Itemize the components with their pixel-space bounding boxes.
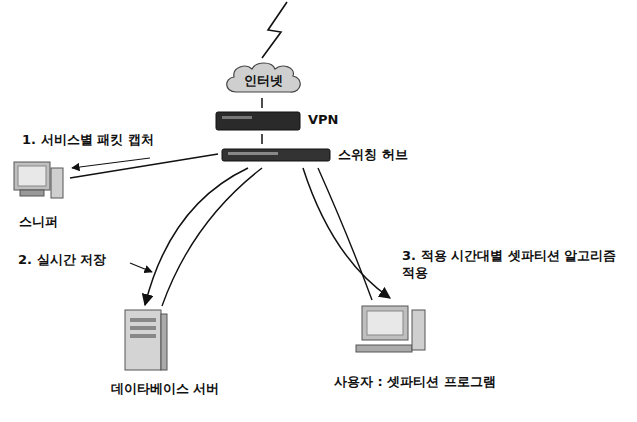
server-node: 데이타베이스 서버 <box>78 305 252 402</box>
connector <box>303 168 390 298</box>
hub-device <box>222 149 330 161</box>
lightning <box>262 2 287 58</box>
connector <box>261 134 263 144</box>
database-server <box>125 310 167 370</box>
flow-line <box>162 168 262 306</box>
node-label: VPN <box>308 112 338 128</box>
user-computer <box>356 306 425 352</box>
step-note: 1. 서비스별 패킷 캡처 <box>22 132 154 149</box>
node-label: 스위칭 허브 <box>338 147 408 163</box>
vpn-device <box>216 112 300 130</box>
connector <box>261 98 263 108</box>
node-label: 데이타베이스 서버 <box>111 381 220 397</box>
cloud-node: 인터넷 <box>222 60 304 98</box>
leader-arrow <box>130 263 152 272</box>
hub-node: 스위칭 허브 <box>218 144 428 168</box>
computer-node: 사용자 : 셋파티션 프로그램 <box>330 298 622 398</box>
node-label: 인터넷 <box>244 73 283 89</box>
connector <box>70 154 218 178</box>
connector <box>145 168 248 305</box>
device-node: VPN <box>212 108 352 134</box>
computer-node: 스니퍼 <box>6 158 70 236</box>
step-note: 3. 적용 시간대별 셋파티션 알고리즘 적용 <box>402 248 627 282</box>
flow-line <box>318 168 372 300</box>
step-note: 2. 실시간 저장 <box>18 252 106 269</box>
sniffer-computer <box>14 162 63 198</box>
node-label: 스니퍼 <box>19 214 58 230</box>
node-label: 사용자 : 셋파티션 프로그램 <box>334 374 496 390</box>
